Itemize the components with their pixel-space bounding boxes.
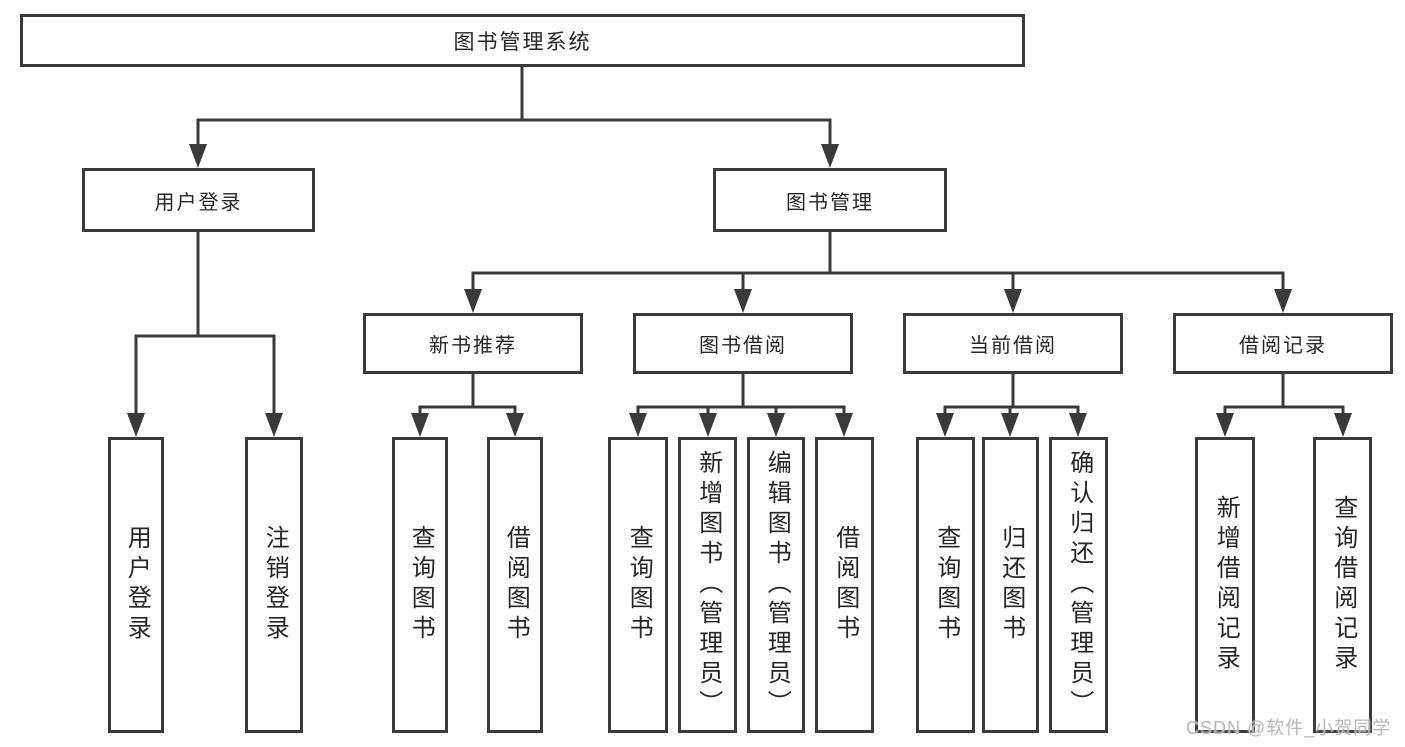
node-new-book-recommendation: 新书推荐	[363, 313, 583, 374]
node-library-management-system: 图书管理系统	[20, 14, 1025, 67]
node-label: 新增图书（管理员）	[694, 450, 722, 720]
node-label: 当前借阅	[969, 335, 1057, 357]
leaf-borrow-books-borrow: 借阅图书	[815, 437, 874, 733]
leaf-return-books: 归还图书	[982, 437, 1039, 733]
node-borrowing-records: 借阅记录	[1173, 313, 1393, 374]
node-label: 注销登录	[261, 525, 289, 645]
node-label: 确认归还（管理员）	[1065, 450, 1093, 720]
leaf-query-books-current: 查询图书	[916, 437, 975, 733]
node-label: 查询图书	[932, 525, 960, 645]
node-label: 图书管理系统	[453, 30, 592, 54]
leaf-user-login: 用户登录	[108, 437, 164, 733]
node-label: 图书借阅	[699, 335, 787, 357]
node-label: 借阅图书	[831, 525, 859, 645]
node-label: 用户登录	[123, 525, 151, 645]
leaf-confirm-return-admin: 确认归还（管理员）	[1049, 437, 1108, 733]
csdn-watermark: CSDN @软件_小贺同学	[1186, 718, 1392, 738]
node-label: 查询图书	[625, 525, 653, 645]
node-label: 编辑图书（管理员）	[763, 450, 791, 720]
node-current-borrowing: 当前借阅	[903, 313, 1123, 374]
node-label: 图书管理	[786, 191, 874, 214]
node-user-login: 用户登录	[82, 168, 315, 232]
leaf-add-book-admin: 新增图书（管理员）	[678, 437, 737, 733]
node-label: 查询图书	[407, 525, 435, 645]
leaf-edit-book-admin: 编辑图书（管理员）	[747, 437, 805, 733]
leaf-borrow-books-newbook: 借阅图书	[487, 437, 543, 733]
leaf-logout: 注销登录	[245, 437, 303, 733]
leaf-query-books-borrow: 查询图书	[608, 437, 668, 733]
node-label: 新增借阅记录	[1212, 495, 1240, 675]
leaf-query-books-newbook: 查询图书	[392, 437, 448, 733]
node-label: 查询借阅记录	[1329, 495, 1357, 675]
node-label: 新书推荐	[429, 335, 517, 357]
node-book-management: 图书管理	[713, 168, 947, 232]
leaf-query-borrow-record: 查询借阅记录	[1313, 437, 1372, 733]
node-label: 借阅图书	[502, 525, 530, 645]
node-book-borrowing: 图书借阅	[633, 313, 853, 374]
node-label: 用户登录	[154, 191, 243, 214]
leaf-add-borrow-record: 新增借阅记录	[1195, 437, 1255, 733]
node-label: 借阅记录	[1239, 335, 1327, 357]
node-label: 归还图书	[997, 525, 1025, 645]
